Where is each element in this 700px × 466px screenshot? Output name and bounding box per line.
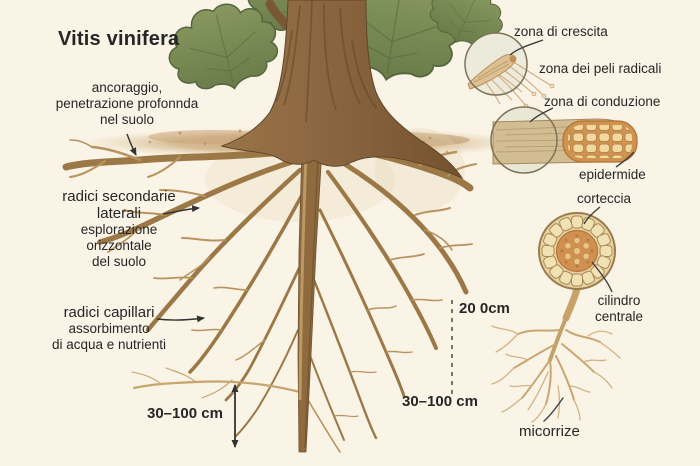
inset-conduction-zone — [490, 106, 638, 174]
anchor-label-line1: ancoraggio, — [91, 80, 163, 95]
anchor-label-line3: nel suolo — [99, 112, 155, 127]
central-cylinder-label: cilindro centrale — [586, 293, 652, 325]
anchor-label: ancoraggio, penetrazione profonnda nel s… — [48, 80, 206, 128]
secondary-roots-desc-line1: esplorazione — [80, 222, 158, 237]
secondary-roots-label: radici secondarie laterali esplorazione … — [43, 188, 195, 270]
capillary-roots-desc-line2: di acqua e nutrienti — [51, 337, 167, 352]
central-cylinder-line2: centrale — [594, 309, 644, 324]
diagram-title: Vitis vinifera — [58, 28, 180, 50]
growth-zone-label: zona di crescita — [514, 24, 608, 39]
depth-measure-mid-bottom: 30–100 cm — [402, 393, 478, 410]
secondary-roots-title-line1: radici secondarie — [62, 188, 176, 205]
secondary-roots-title-line2: laterali — [96, 205, 142, 222]
taproot — [297, 147, 323, 453]
central-cylinder-line1: cilindro — [597, 293, 641, 308]
epidermis-label: epidermide — [579, 167, 646, 182]
cortex-label: corteccia — [577, 191, 632, 206]
capillary-roots-label: radici capillari assorbimento di acqua e… — [33, 304, 185, 353]
mycorrhizae-label: micorrize — [519, 423, 580, 440]
depth-measure-left: 30–100 cm — [147, 405, 223, 422]
mycorrhizae-cluster — [491, 316, 621, 423]
root-hairs-label: zona dei peli radicali — [539, 61, 662, 76]
secondary-roots-desc-line2: orizzontale — [86, 238, 152, 253]
depth-measure-mid-top: 20 0cm — [459, 300, 510, 317]
label-arrows — [126, 133, 205, 323]
vine-trunk — [220, 0, 464, 180]
secondary-roots-desc-line3: del suolo — [91, 254, 147, 269]
anchor-label-line2: penetrazione profonnda — [55, 96, 199, 111]
capillary-roots-title: radici capillari — [63, 304, 155, 321]
inset-growth-zone — [464, 32, 555, 109]
inset-cross-section — [538, 206, 616, 322]
conduction-zone-label: zona di conduzione — [544, 94, 661, 109]
capillary-roots-desc-line1: assorbimento — [68, 321, 150, 336]
